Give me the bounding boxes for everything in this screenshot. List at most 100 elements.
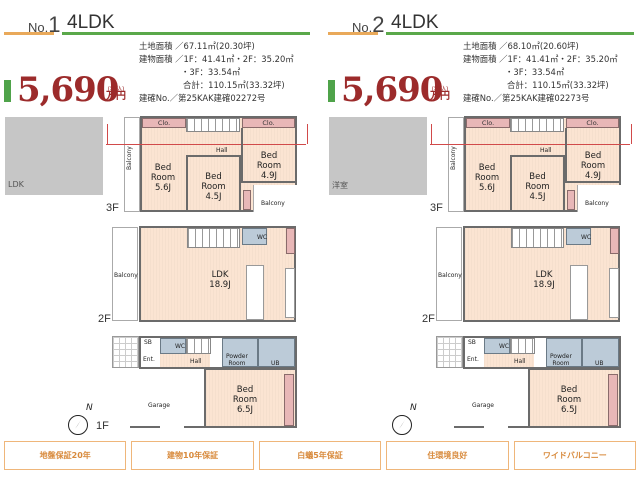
- balcony-3f-right: [577, 185, 621, 212]
- ldk-2f: LDK 18.9J: [209, 270, 231, 290]
- room-photo[interactable]: [5, 117, 103, 195]
- hall-3f-label: Hall: [216, 147, 228, 154]
- hall-1f-label: Hall: [190, 358, 202, 365]
- kitchen-counter: [570, 265, 588, 320]
- powder-room-label: Powder Room: [226, 353, 248, 367]
- balcony-3f-left-label: Balcony: [126, 146, 133, 170]
- price-unit: (税込)万円: [430, 86, 450, 102]
- wc-2f-label: WC: [257, 234, 268, 241]
- bedroom-3f-1: Bed Room 5.6J: [474, 163, 500, 193]
- ldk-2f: LDK 18.9J: [533, 270, 555, 290]
- unit-bath: [258, 338, 295, 367]
- wc-1f: [160, 338, 186, 354]
- garage-wall-left: [130, 426, 160, 428]
- price-value: 5,690: [17, 70, 119, 110]
- shoe-box-label: SB: [468, 339, 476, 346]
- stairs-2f: [187, 228, 240, 248]
- floor-label-3f: 3F: [430, 202, 443, 214]
- hall-3f-label: Hall: [540, 147, 552, 154]
- spec-building-3f: ・3F：33.54㎡: [505, 67, 565, 77]
- balcony-3f-right: [253, 185, 297, 212]
- pantry: [286, 228, 295, 254]
- unit-bath-label: UB: [595, 360, 604, 367]
- bedroom-3f-3: Bed Room 4.9J: [580, 151, 606, 181]
- spec-building-3f: ・3F：33.54㎡: [181, 67, 241, 77]
- feature-termite-warranty: 白蟻5年保証: [258, 441, 382, 470]
- photo-caption: 洋室: [332, 181, 348, 190]
- slope-marker-right: [631, 124, 632, 144]
- bedroom-3f-3-wall: [241, 128, 297, 183]
- orange-underline: [4, 32, 54, 35]
- balcony-2f-label: Balcony: [114, 272, 138, 279]
- layout-type: 4LDK: [67, 12, 115, 33]
- closet-3f-left: Clo.: [466, 118, 510, 128]
- compass-north-label: N: [86, 403, 93, 413]
- bedroom-3f-3-wall: [565, 128, 621, 183]
- compass-north-label: N: [410, 403, 417, 413]
- listing-number: No.2: [352, 12, 385, 37]
- floor-label-2f: 2F: [422, 313, 435, 325]
- spec-total: 合計：110.15㎡(33.32坪): [183, 80, 285, 90]
- bedroom-1f-label: Bed Room 6.5J: [556, 385, 582, 415]
- wc-2f: [242, 228, 267, 245]
- stairs-1f: [186, 338, 211, 354]
- bedroom-3f-3: Bed Room 4.9J: [256, 151, 282, 181]
- balcony-3f-right-label: Balcony: [261, 200, 285, 207]
- wc-1f-label: WC: [175, 343, 186, 350]
- hall-1f: [160, 354, 210, 367]
- garage-wall-left: [454, 426, 484, 428]
- closet-3f-right: Clo.: [566, 118, 619, 128]
- garage-label: Garage: [472, 402, 494, 409]
- wc-1f-label: WC: [499, 343, 510, 350]
- balcony-3f-left: [124, 117, 140, 212]
- stairs-3f: [186, 118, 240, 132]
- stairs-3f: [510, 118, 564, 132]
- powder-room: [222, 338, 258, 367]
- compass-icon: [68, 415, 88, 435]
- price-unit: (税込)万円: [106, 86, 126, 102]
- bedroom-1f-label: Bed Room 6.5J: [232, 385, 258, 415]
- unit-bath: [582, 338, 619, 367]
- photo-caption: LDK: [8, 180, 24, 189]
- spec-permit: 建確No.／第25KAK建確02272号: [139, 93, 266, 103]
- entrance-label: Ent.: [467, 356, 479, 363]
- hall-1f: [484, 354, 534, 367]
- balcony-3f-right-label: Balcony: [585, 200, 609, 207]
- closet-3f-right: Clo.: [242, 118, 295, 128]
- slope-marker-left: [431, 124, 432, 144]
- spec-building: 建物面積 ／1F：41.41㎡・2F：35.20㎡: [463, 54, 618, 64]
- slope-line: [430, 144, 630, 145]
- bedroom-1f: [204, 368, 297, 428]
- balcony-2f: [436, 227, 462, 321]
- entrance-label: Ent.: [143, 356, 155, 363]
- pantry: [610, 228, 619, 254]
- bedroom-3f-2-wall: [186, 155, 241, 212]
- closet-3f-small: [243, 190, 251, 210]
- bedroom-3f-2-wall: [510, 155, 565, 212]
- closet-3f-small: [567, 190, 575, 210]
- balcony-2f: [112, 227, 138, 321]
- closet-3f-left: Clo.: [142, 118, 186, 128]
- floor-label-2f: 2F: [98, 313, 111, 325]
- feature-wide-balcony: ワイドバルコニー: [513, 441, 637, 470]
- price-value: 5,690: [341, 70, 443, 110]
- closet-1f: [284, 374, 294, 426]
- compass-icon: [392, 415, 412, 435]
- room-photo[interactable]: [329, 117, 427, 195]
- kitchen-counter: [246, 265, 264, 320]
- garage-wall-right: [508, 426, 528, 428]
- bedroom-3f-2: Bed Room 4.5J: [525, 172, 550, 202]
- feature-good-environment: 住環境良好: [386, 441, 509, 470]
- price-badge: [328, 80, 335, 102]
- spec-permit: 建確No.／第25KAK建確02273号: [463, 93, 590, 103]
- green-underline: [386, 32, 634, 35]
- shoe-box-label: SB: [144, 339, 152, 346]
- layout-type: 4LDK: [391, 12, 439, 33]
- listing-panel: No.1 4LDK 土地面積 ／67.11㎡(20.30坪) 建物面積 ／1F：…: [0, 0, 316, 440]
- slope-marker-right: [307, 124, 308, 144]
- spec-total: 合計：110.15㎡(33.32坪): [507, 80, 609, 90]
- wc-2f-label: WC: [581, 234, 592, 241]
- green-underline: [62, 32, 310, 35]
- hall-1f-label: Hall: [514, 358, 526, 365]
- cupboard: [609, 268, 619, 318]
